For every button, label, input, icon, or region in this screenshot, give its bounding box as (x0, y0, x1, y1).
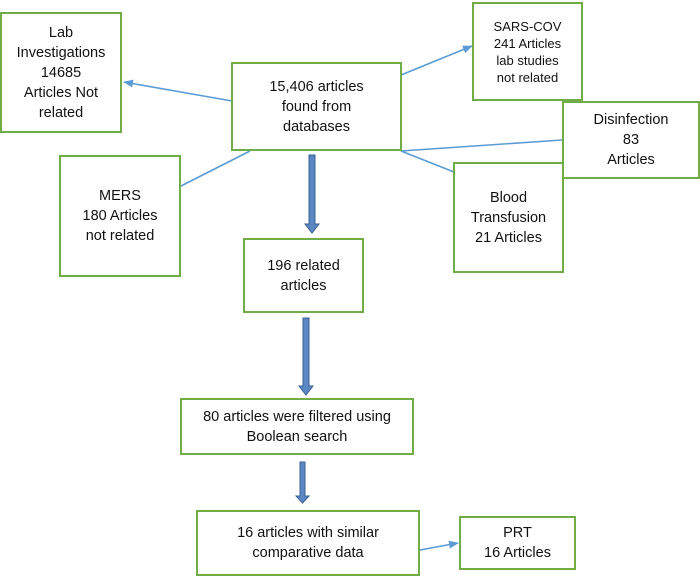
box-total-articles: 15,406 articles found from databases (231, 62, 402, 151)
box-line: 15,406 articles (269, 78, 364, 95)
box-line: 16 Articles (484, 545, 551, 561)
down-arrow-related-to-filtered (297, 317, 315, 396)
box-line: SARS-COV (493, 18, 562, 34)
box-line: 80 articles were filtered using (203, 408, 391, 425)
box-line: Blood (489, 189, 528, 206)
box-line: MERS (99, 188, 141, 204)
box-line: 16 articles with similar (237, 525, 379, 541)
box-line: 21 Articles (475, 229, 542, 246)
box-line: Investigations (16, 44, 106, 61)
box-line: Transfusion (470, 209, 547, 226)
box-blood-transfusion: Blood Transfusion 21 Articles (453, 162, 564, 273)
connector-center-to-disinfection (400, 139, 563, 152)
down-arrow-center-to-related (303, 154, 321, 234)
box-line: PRT (503, 525, 532, 541)
box-boolean-filtered: 80 articles were filtered using Boolean … (180, 398, 414, 455)
box-line: 180 Articles (82, 208, 158, 224)
down-arrow-filtered-to-similar (294, 461, 311, 504)
box-line: articles (280, 277, 327, 294)
connector-center-to-sars (400, 45, 473, 76)
box-line: 83 (622, 132, 640, 148)
connector-similar-to-prt (419, 540, 459, 551)
box-line: found from (281, 98, 352, 115)
box-line: 14685 (40, 64, 82, 81)
box-line: Boolean search (246, 428, 348, 445)
box-line: 241 Articles (493, 35, 562, 51)
box-similar-data: 16 articles with similar comparative dat… (196, 510, 420, 576)
box-line: 196 related (267, 257, 340, 274)
box-line: not related (496, 69, 559, 85)
box-line: Lab (48, 24, 74, 41)
box-line: comparative data (252, 545, 364, 561)
box-prt: PRT 16 Articles (459, 516, 576, 570)
box-line: lab studies (496, 52, 559, 68)
box-line: Disinfection (593, 112, 669, 128)
connector-center-to-lab (123, 79, 233, 102)
connector-center-to-blood (400, 150, 455, 173)
box-line: related (38, 104, 84, 121)
box-line: not related (85, 228, 155, 244)
box-sars-cov: SARS-COV 241 Articles lab studies not re… (472, 2, 583, 101)
box-related-articles: 196 related articles (243, 238, 364, 313)
box-line: databases (283, 118, 350, 135)
box-line: Articles Not (23, 84, 99, 101)
box-disinfection: Disinfection 83 Articles (562, 101, 700, 179)
connector-center-to-mers (180, 150, 251, 187)
box-lab-investigations: Lab Investigations 14685 Articles Not re… (0, 12, 122, 133)
box-line: Articles (607, 152, 655, 168)
box-mers: MERS 180 Articles not related (59, 155, 181, 277)
